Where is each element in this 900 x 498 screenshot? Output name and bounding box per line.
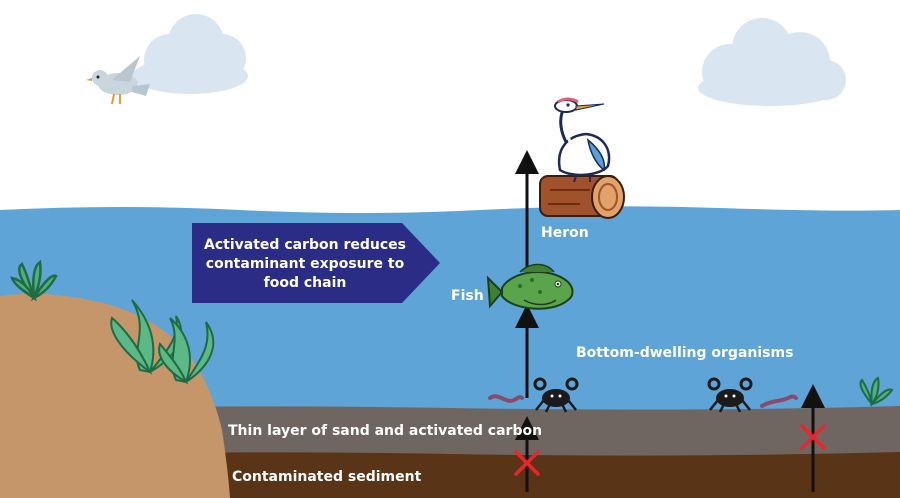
- worm-icon: [488, 394, 524, 403]
- log-icon: [539, 175, 625, 219]
- seaweed-icon: [10, 259, 58, 302]
- callout-text: Activated carbon reduces contaminant exp…: [196, 236, 414, 293]
- callout-arrow: [192, 223, 440, 303]
- cloud-icon: [698, 18, 846, 106]
- callout-line: food chain: [263, 275, 347, 291]
- callout-line: Activated carbon reduces: [204, 237, 406, 253]
- bird-icon: [86, 56, 150, 105]
- heron-label: Heron: [541, 225, 589, 241]
- seaweed-icon: [110, 299, 215, 385]
- sediment-label: Contaminated sediment: [232, 469, 422, 485]
- worm-icon: [760, 394, 798, 408]
- fish-icon: [486, 263, 574, 310]
- seaweed-icon: [859, 376, 894, 407]
- crab-icon: [533, 377, 579, 413]
- crab-icon: [707, 377, 753, 413]
- cloud-icon: [132, 14, 248, 94]
- heron-icon: [554, 97, 611, 183]
- bottom-dwelling-label: Bottom-dwelling organisms: [576, 345, 794, 361]
- fish-label: Fish: [451, 288, 484, 304]
- sand-carbon-layer: [0, 406, 900, 458]
- callout-line: contaminant exposure to: [205, 256, 405, 272]
- blocked-x-icon: [800, 424, 826, 450]
- blocked-x-icon: [514, 450, 540, 476]
- sand-layer-label: Thin layer of sand and activated carbon: [228, 423, 543, 439]
